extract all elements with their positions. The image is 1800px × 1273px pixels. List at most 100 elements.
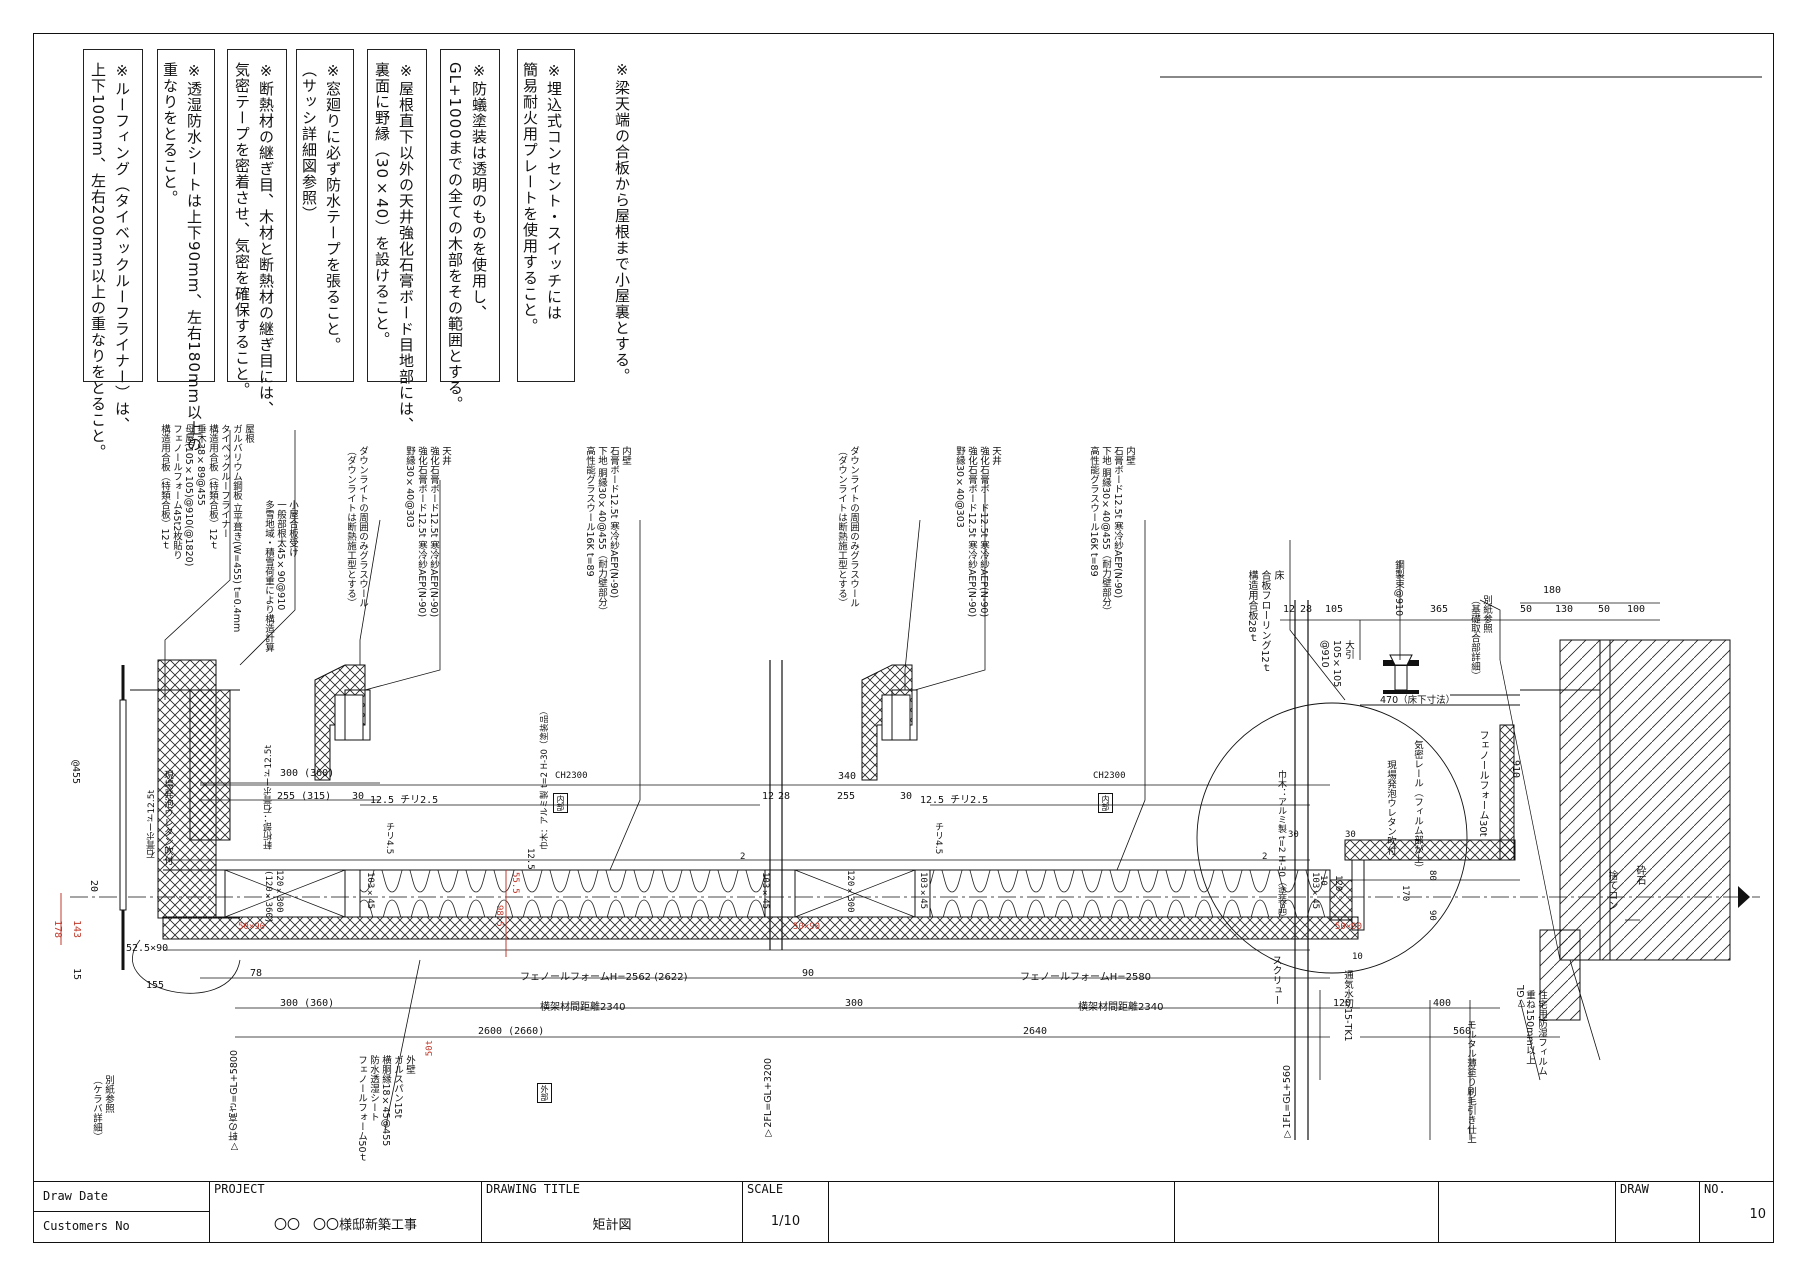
dim-80: 80: [1427, 870, 1437, 881]
dim-yoko-2340-b: 横架材間距離2340: [1078, 1002, 1164, 1013]
note-outlet-plate: ※埋込式コンセント・スイッチには 簡易耐火用プレートを使用すること。: [517, 49, 575, 382]
dim-top-180: 180: [1543, 585, 1562, 596]
dim-30b: 30: [900, 791, 913, 802]
leader-post: 鋼製束@910: [1393, 560, 1404, 617]
label-gypsum: 石膏ボード12.5t: [147, 790, 157, 859]
project-value: 〇〇 〇〇様邸新築工事: [273, 1218, 417, 1233]
tb-blank-3: [1439, 1181, 1616, 1243]
dim-30a: 30: [352, 791, 365, 802]
dim-560: 560: [1453, 1026, 1472, 1037]
draw-label: DRAW: [1620, 1182, 1649, 1196]
leader-downlight-1: ダウンライトの周囲のみグラスウール （ダウンライトは断熱施工型とする）: [345, 446, 368, 608]
scale-value: 1/10: [770, 1214, 801, 1229]
dim-120b: 120: [1333, 875, 1343, 892]
dim-470: 470（床下寸法）: [1380, 695, 1456, 706]
dim-2b: 2: [1262, 852, 1268, 862]
dim-ch2300-a: CH2300: [555, 771, 588, 781]
dim-12a: 12: [762, 791, 775, 802]
dim-top-365: 365: [1430, 604, 1449, 615]
dim-120: 120: [1333, 998, 1352, 1009]
dim-90a: 90: [802, 968, 815, 979]
dim-300: 300: [845, 998, 864, 1009]
dim-top-130: 130: [1555, 604, 1574, 615]
note-insulation-joint: ※断熱材の継ぎ目、木材と断熱材の継ぎ目には、 気密テープを密着させ、気密を確保す…: [227, 49, 287, 417]
dim-screw: スクリュー: [1270, 955, 1281, 1005]
dim-455: @455: [70, 760, 81, 785]
dim-20: 20: [88, 880, 99, 893]
drawing-title-label: DRAWING TITLE: [486, 1182, 580, 1196]
project-label: PROJECT: [214, 1182, 265, 1196]
dim-155: 155: [146, 980, 165, 991]
title-block: Draw Date Customers No PROJECT 〇〇 〇〇様邸新築…: [33, 1181, 1774, 1243]
dim-98-5: 98.5: [494, 905, 504, 927]
dim-15: 15: [71, 968, 82, 981]
tb-draw-cell: DRAW: [1616, 1181, 1700, 1243]
dim-top-12: 12: [1283, 604, 1296, 615]
label-interior-a: 内部: [553, 793, 568, 813]
label-eave-board: 軒桁部：石膏ボード12.5t: [264, 745, 274, 850]
dim-143: 143: [71, 920, 82, 939]
no-label: NO.: [1704, 1182, 1726, 1196]
draw-date-label: Draw Date: [43, 1189, 109, 1203]
dim-top-28: 28: [1300, 604, 1313, 615]
leader-ceiling-board: 小屋合板受け 一般部根太45×90@910 多雪地域・積雪荷重により構造計算: [263, 500, 298, 652]
dim-30c: 30: [1345, 830, 1356, 840]
dim-12-5: 12.5: [525, 848, 535, 870]
steel-post-icon: [1394, 664, 1408, 691]
dim-90b: 90: [1427, 910, 1437, 921]
level-gl: ▽GL: [1516, 985, 1527, 1009]
note-ceiling-board: ※屋根直下以外の天井強化石膏ボード目地部には、 裏面に野縁（30×40）を設ける…: [367, 49, 427, 433]
leader-gravel: 砕石: [1634, 865, 1645, 885]
leader-eave-ref: 別紙参照 （ケラバ詳細）: [91, 1075, 114, 1142]
leader-foundation-ref: 別紙参照 （基礎取合部詳細）: [1469, 595, 1492, 681]
dim-baseboard-b: 巾木：アルミ製 t=2 H-30（塗装品）: [1276, 770, 1286, 922]
note-window-tape: ※窓廻りに必ず防水テープを張ること。 （サッシ詳細図参照）: [296, 49, 354, 382]
dim-340: 340: [838, 771, 857, 782]
dim-50x90-b: 50×90: [793, 922, 821, 932]
dim-400: 400: [1433, 998, 1452, 1009]
dim-phenol30: フェノールフォーム30t: [1477, 730, 1488, 837]
dim-120x300: 120×300 (120×360): [263, 870, 284, 924]
note-attic: ※梁天端の合板から屋根まで小屋裏とする。: [613, 61, 631, 384]
no-value: 10: [1749, 1207, 1766, 1222]
axis-arrow-icon: [1738, 886, 1750, 908]
dim-52-5: 52.5×90: [126, 943, 169, 954]
dim-30d: 30: [1288, 830, 1299, 840]
leader-moisture-film: 住宅用防湿フィルム 重ね150mm以上: [1524, 990, 1547, 1076]
dim-urethane-b: 現場発泡ウレタン吹付: [1385, 760, 1396, 855]
dim-120x300-b: 120×300: [845, 870, 855, 913]
dim-300-360-a: 300 (360): [280, 768, 335, 779]
dim-300-360-b: 300 (360): [280, 998, 335, 1009]
leader-downlight-2: ダウンライトの周囲のみグラスウール （ダウンライトは断熱施工型とする）: [836, 446, 859, 608]
dim-255: 255: [837, 791, 856, 802]
label-exterior: 外部: [537, 1083, 552, 1103]
tb-project-cell: PROJECT 〇〇 〇〇様邸新築工事: [210, 1181, 482, 1243]
tb-date-cell: Draw Date Customers No: [33, 1181, 210, 1243]
dim-910: 910: [1510, 760, 1521, 779]
leader-exterior-wall: 外壁 ガルスパン15t 横胴縁18×45@455 防水透湿シート フェノールフォ…: [356, 1055, 415, 1163]
customers-no-label: Customers No: [43, 1219, 130, 1233]
dim-103x45-d: 103×45: [1310, 872, 1320, 910]
dim-chiri45-a: チリ4.5: [384, 822, 394, 855]
dim-2640: 2640: [1023, 1026, 1048, 1037]
leader-vent: 通気水切15-TK1: [1342, 970, 1353, 1042]
dim-78: 78: [250, 968, 263, 979]
dim-airtight: 気密レール（フィルム部が上）: [1412, 740, 1423, 873]
leader-interior-wall-2: 内壁 石膏ボード12.5t 寒冷紗AEP(N-90) 下地 胴縁30×40@45…: [1088, 446, 1135, 617]
dim-103x45-b: 103×45: [760, 872, 770, 910]
dim-10b: 10: [1352, 952, 1363, 962]
leader-floor: 床 合板フローリング12ｔ 構造用合板28ｔ: [1246, 570, 1283, 673]
dim-10: 10: [1318, 875, 1328, 886]
tb-no-cell: NO. 10: [1700, 1181, 1774, 1243]
level-2fl: ▽2FL=GL+3200: [763, 1058, 774, 1139]
dim-103x45-a: 103×45: [365, 872, 375, 910]
leader-roof: 屋根 ガルバリウム鋼板 立平葺き(W=455) t=0.4mm タイベックルーフ…: [159, 424, 254, 633]
note-roofing: ※ルーフィング（タイベックルーフライナー）は、 上下100mm、左右200mm以…: [83, 49, 143, 460]
tb-blank-1: [829, 1181, 1175, 1243]
dim-top-105: 105: [1325, 604, 1344, 615]
dim-chiri45-b: チリ4.5: [933, 822, 943, 855]
dim-phenol-2580: フェノールフォームH=2580: [1020, 972, 1152, 983]
dim-170: 170: [1400, 885, 1410, 902]
drawing-title-value: 矩計図: [592, 1218, 632, 1233]
tb-date-divider: [33, 1211, 209, 1212]
